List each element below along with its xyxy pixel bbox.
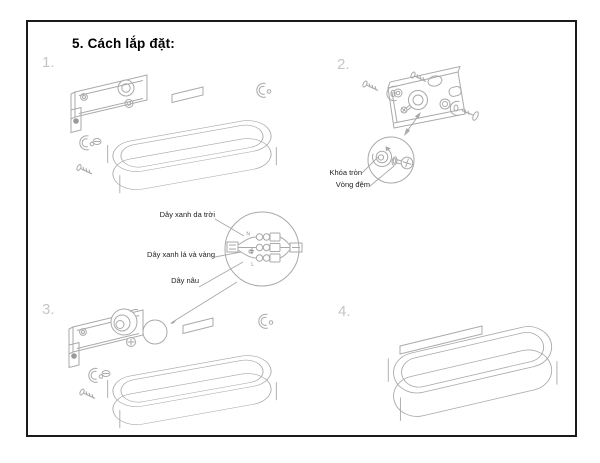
screw-icon: [409, 70, 427, 82]
wires: [238, 237, 291, 258]
screw-icon: [361, 79, 379, 91]
step-3-drawing: [60, 298, 277, 429]
mounting-plate: [388, 67, 465, 129]
terminal-block: [227, 233, 302, 262]
mounting-tab: [172, 87, 203, 103]
wire-ball: [143, 320, 167, 344]
enlargement-leader: [170, 282, 237, 324]
step-4-drawing: [387, 321, 558, 422]
label-leader-lines: [199, 219, 244, 287]
page-title: 5. Cách lắp đặt:: [72, 36, 175, 51]
round-lock-label: Khóa tròn: [329, 168, 362, 177]
lamp-body: [387, 321, 558, 422]
neutral-mark: N: [246, 232, 250, 238]
step-2-number: 2.: [337, 56, 350, 73]
end-plug: [102, 371, 110, 377]
screw-right: [450, 101, 479, 121]
step-1-drawing: [60, 70, 277, 194]
phillips-screw-icon: [400, 156, 415, 171]
step-3-number: 3.: [42, 301, 55, 318]
step-4-number: 4.: [338, 303, 351, 320]
terminal-marks: N L: [246, 232, 254, 269]
c-clip-left: [88, 367, 104, 383]
c-clip-left: [79, 135, 95, 151]
screw-icon: [78, 387, 96, 399]
live-mark: L: [251, 262, 254, 268]
lamp-body: [107, 351, 277, 429]
wall-claw-left: [387, 86, 397, 100]
blue-wire-label: Dây xanh da trời: [159, 210, 215, 219]
mounting-tab: [183, 318, 213, 334]
label-leader-lines: [362, 157, 394, 186]
c-clip-right: [256, 82, 272, 98]
wiring-detail-drawing: N L: [170, 200, 320, 324]
earth-ground-icon: [250, 248, 254, 254]
lock-detail-circle: [368, 137, 414, 183]
mounting-plate: [400, 326, 482, 354]
end-plug: [93, 139, 101, 145]
brown-wire-label: Dây nâu: [171, 276, 199, 285]
mounting-plate: [71, 75, 147, 133]
step-1-number: 1.: [42, 54, 55, 71]
screw-icon: [75, 163, 93, 175]
enlargement-arrow: [404, 112, 421, 136]
lamp-body: [107, 116, 277, 194]
washer-label: Vòng đệm: [335, 180, 370, 189]
wire-coil: [111, 309, 138, 335]
green-yellow-wire-label: Dây xanh lá và vàng: [147, 250, 215, 259]
plate-screw-head: [127, 338, 136, 347]
step-2-drawing: [361, 62, 485, 212]
